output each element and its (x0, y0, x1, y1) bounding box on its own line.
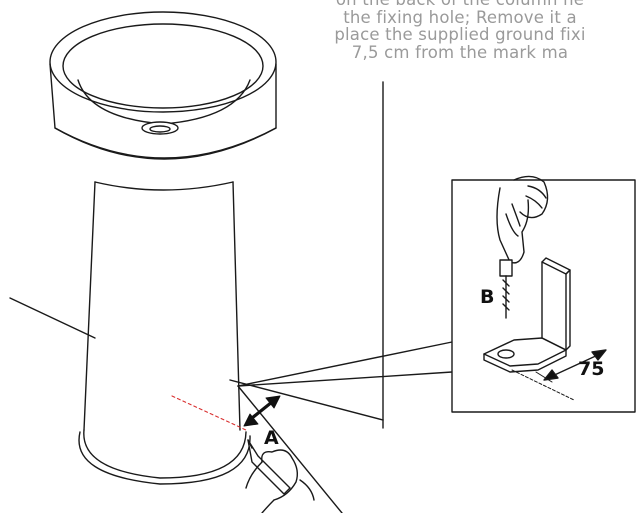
fixing-bracket (483, 257, 571, 373)
pedestal-basin (49, 11, 277, 485)
label-a: A (264, 427, 279, 449)
instruction-line-4: 7,5 cm from the mark ma (351, 42, 569, 62)
instruction-line-2: the fixing hole; Remove it a (343, 7, 577, 27)
distance-arrow-small (243, 395, 281, 427)
callout-lines (237, 341, 453, 387)
distance-arrow-75 (511, 349, 607, 401)
instruction-line-3: place the supplied ground fixi (334, 25, 586, 44)
instruction-text: on the back of the column ne the fixing … (250, 0, 637, 61)
drill (496, 175, 549, 319)
marker-hand (245, 439, 315, 513)
wall-lines (9, 81, 384, 513)
label-b: B (480, 286, 495, 308)
label-75: 75 (578, 358, 605, 380)
detail-frame (451, 179, 636, 413)
instruction-line-1: on the back of the column ne (250, 0, 637, 9)
